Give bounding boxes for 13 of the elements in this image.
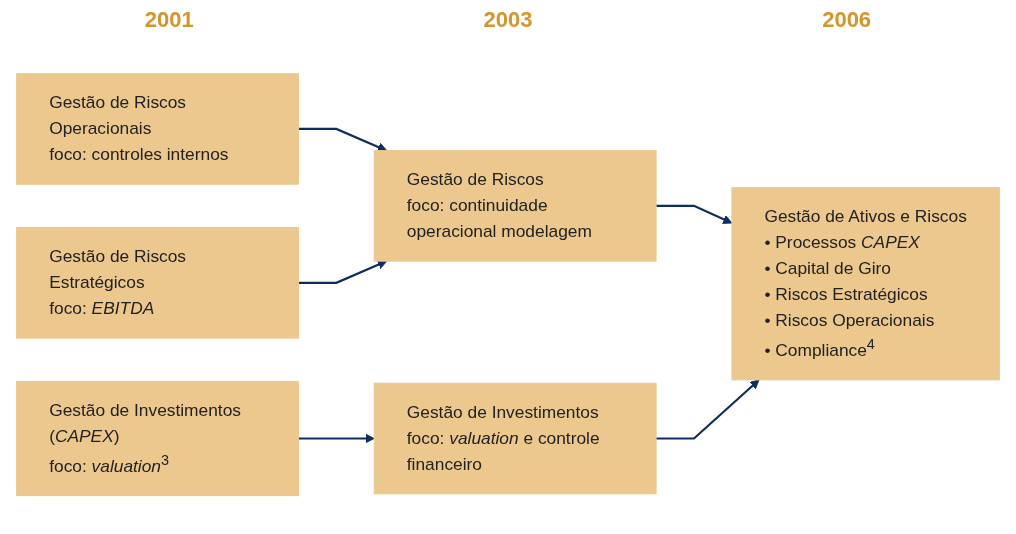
- node-box: Gestão de Ativos e Riscos • Processos CAPEX • Capital de Giro • Riscos Estratégicos • Riscos Operacionais • Compliance$^{4}$: [731, 187, 1000, 381]
- node-box: Gestão de Riscos Estratégicos foco: EBITDA: [16, 227, 299, 339]
- node-box: Gestão de Riscos Operacionais foco: controles internos: [16, 73, 299, 186]
- node-box: Gestão de Riscos foco: continuidade operacional modelagem: [373, 150, 657, 263]
- node-box: Gestão de Investimentos (CAPEX) foco: valuation$^{3}$: [16, 381, 299, 497]
- year-heading: 2001: [144, 7, 194, 33]
- arrow: [298, 128, 388, 152]
- node-box: Gestão de Investimentos foco: valuation e controle financeiro: [373, 383, 657, 495]
- arrow: [298, 260, 388, 285]
- arrow: [656, 379, 760, 440]
- year-heading: 2003: [483, 7, 533, 33]
- year-heading: 2006: [822, 7, 872, 33]
- arrow: [298, 434, 375, 444]
